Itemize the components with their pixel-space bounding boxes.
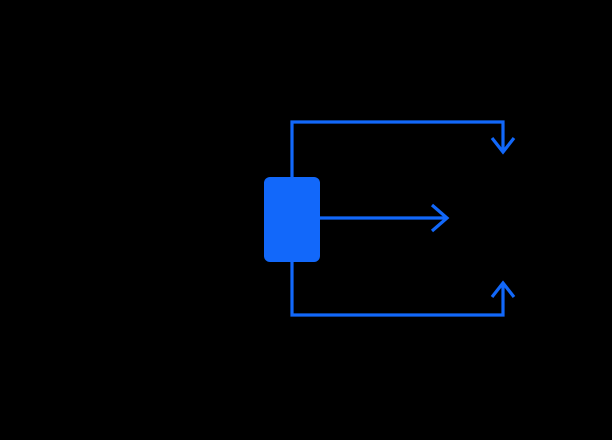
forward-output-arrowhead-icon xyxy=(430,203,450,233)
bottom-feedback-line xyxy=(290,257,505,317)
top-feedback-path xyxy=(290,120,516,182)
forward-output-arrow xyxy=(318,203,450,233)
bottom-feedback-arrowhead-icon xyxy=(490,280,516,298)
top-feedback-line xyxy=(290,120,505,182)
process-block[interactable] xyxy=(264,177,320,262)
top-feedback-arrowhead-icon xyxy=(490,137,516,155)
bottom-feedback-path xyxy=(290,257,516,317)
